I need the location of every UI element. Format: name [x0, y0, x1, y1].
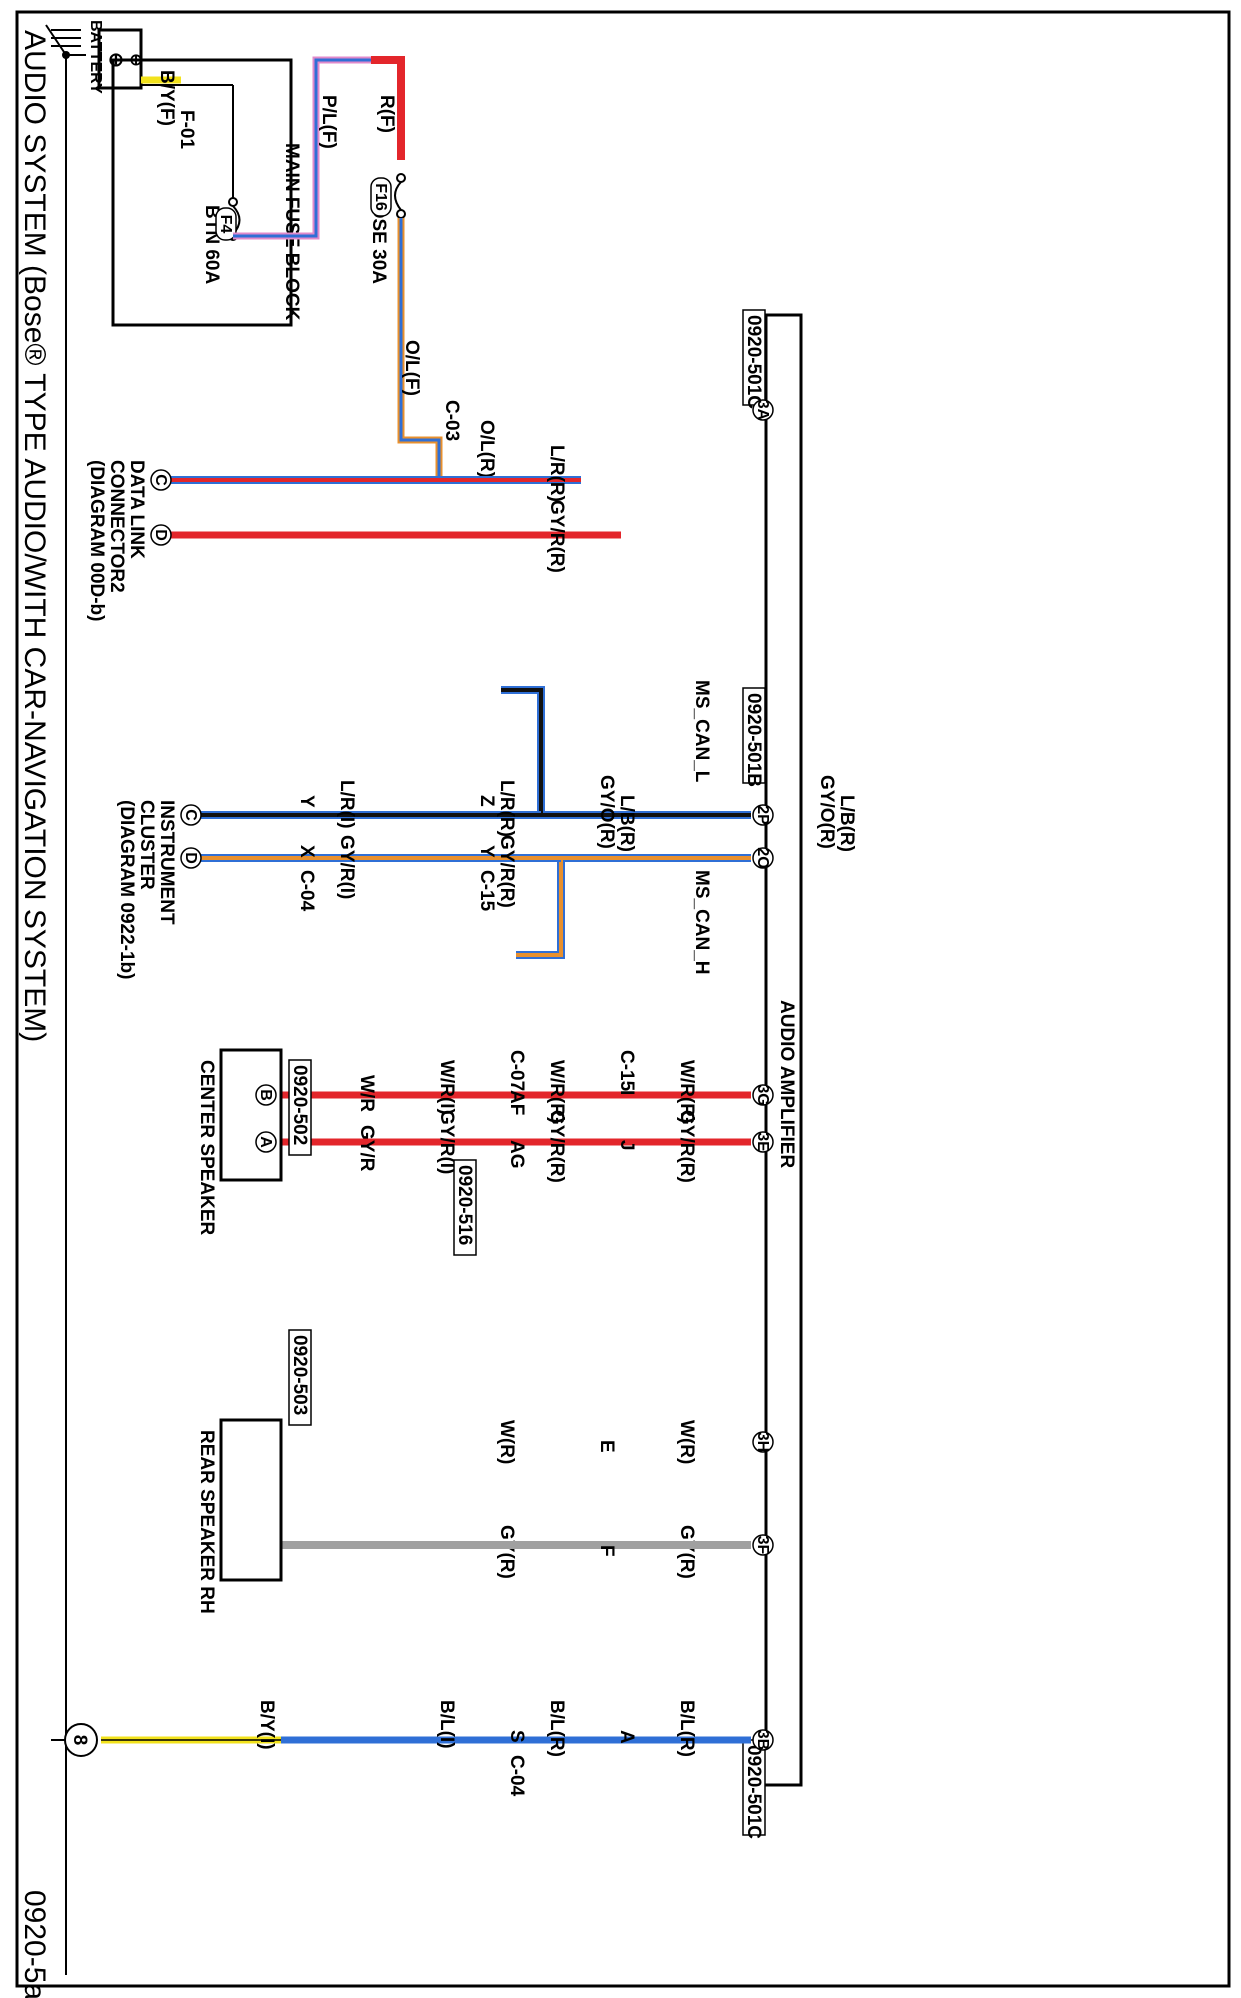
pin-x: X [296, 845, 317, 858]
connector-0920-501c-bottom: 0920-501C [743, 1745, 764, 1839]
connector-0920-503: 0920-503 [289, 1335, 310, 1415]
pin-dlc-d: D [152, 529, 169, 541]
pin-3h: 3H [754, 1432, 771, 1452]
wire-gyr-r-ic: GY/R(R) [496, 835, 517, 908]
dlc-label-2: CONNECTOR2 [106, 460, 127, 593]
page-title: AUDIO SYSTEM (Bose® TYPE AUDIO/WITH CAR-… [18, 30, 51, 1042]
pin-cs-b: B [257, 1089, 274, 1101]
center-speaker-box [219, 1048, 283, 1182]
ic-label-1: INSTRUMENT [156, 800, 177, 925]
wire-r-f: R(F) [376, 95, 397, 133]
audio-amplifier-label: AUDIO AMPLIFIER [776, 1000, 797, 1168]
wire-wr: W/R [356, 1075, 377, 1112]
ground-symbol [45, 24, 81, 56]
signal-can-h: MS_CAN_H [691, 870, 712, 975]
wire-bl-r-2: B/L(R) [546, 1700, 567, 1757]
wire-lr-r-ic: L/R(R) [496, 780, 517, 837]
pin-af: AF [506, 1090, 527, 1115]
pin-ic-d: D [182, 852, 199, 864]
wire-gyr-i: GY/R(I) [336, 835, 357, 899]
pin-j: J [616, 1140, 637, 1151]
wire-gyo-r-2: GY/O(R) [816, 775, 837, 849]
battery: ⊖ ⊕ BATTERY [87, 20, 144, 94]
wire-gyr-r-2: GY/R(R) [546, 1110, 567, 1183]
connector-c04-gnd: C-04 [506, 1755, 527, 1797]
pin-f: F [596, 1545, 617, 1557]
connector-0920-501b: 0920-501B [743, 693, 764, 787]
pin-ag: AG [506, 1140, 527, 1169]
wire-gyr: GY/R [356, 1125, 377, 1172]
connector-0920-501c-top: 0920-501C [743, 315, 764, 409]
diagram-id: 0920-5a [18, 1890, 51, 1998]
wire-wr-i: W/R(I) [436, 1060, 457, 1115]
wire-gyr-i-2: GY/R(I) [436, 1110, 457, 1174]
wire-by-f: B/Y(F) [156, 70, 177, 126]
connector-c03: C-03 [441, 400, 462, 441]
wire-ol-r: O/L(R) [476, 420, 497, 478]
wire-gyr-r-1: GY/R(R) [676, 1110, 697, 1183]
wire-bl-r-1: B/L(R) [676, 1700, 697, 1757]
ground-label: 8 [69, 1735, 90, 1746]
wire-w-r-2: W(R) [496, 1420, 517, 1464]
pin-dlc-c: C [152, 474, 169, 486]
wire-w-r-1: W(R) [676, 1420, 697, 1464]
pin-y-2: Y [296, 795, 317, 808]
wire-gyo-r-1: GY/O(R) [596, 775, 617, 849]
connector-f01: F-01 [176, 110, 197, 150]
wire-gy-r-1: GY(R) [676, 1525, 697, 1579]
ic-label-3: (DIAGRAM 0922-1b) [116, 800, 137, 979]
battery-label: BATTERY [87, 20, 104, 94]
bose-fuse-symbol [394, 181, 402, 211]
wire-lb-r-2: L/B(R) [836, 795, 857, 852]
signal-can-l: MS_CAN_L [691, 680, 712, 783]
wire-by-i: B/Y(I) [256, 1700, 277, 1750]
wire-bl-i: B/L(I) [436, 1700, 457, 1749]
pin-cs-a: A [257, 1136, 274, 1148]
wire-wr-r-1: W/R(R) [676, 1060, 697, 1123]
connector-0920-502: 0920-502 [289, 1065, 310, 1145]
connector-c04-can: C-04 [296, 870, 317, 912]
ground-point [64, 1723, 98, 1757]
main-fuse-block-label: MAIN FUSE BLOCK [281, 143, 302, 321]
btn-fuse-tag: F4 [217, 215, 234, 234]
main-fuse-block [111, 58, 293, 327]
pin-3f: 3F [754, 1536, 771, 1555]
pin-2o: 2O [754, 847, 771, 868]
pin-ic-c: C [182, 809, 199, 821]
wire-wr-r-2: W/R(R) [546, 1060, 567, 1123]
center-speaker-label: CENTER SPEAKER [196, 1060, 217, 1236]
pin-3e: 3E [754, 1132, 771, 1152]
pin-s: S [506, 1730, 527, 1743]
pin-3g: 3G [754, 1084, 771, 1105]
wire-lr-r-dlc: L/R(R) [546, 445, 567, 502]
wire-gy-r-2: GY(R) [496, 1525, 517, 1579]
rear-speaker-box [219, 1418, 283, 1582]
page-border [15, 10, 1231, 1988]
connector-c07: C-07 [506, 1050, 527, 1091]
wire-pl-f: P/L(F) [318, 95, 339, 149]
wire-lb-r-1: L/B(R) [616, 795, 637, 852]
pin-a: A [616, 1730, 637, 1744]
connector-0920-516: 0920-516 [454, 1165, 475, 1245]
connector-c15-can: C-15 [476, 870, 497, 912]
pin-3b: 3B [754, 1730, 771, 1750]
pin-3a: 3A [754, 400, 771, 421]
rear-speaker-label: REAR SPEAKER RH [196, 1430, 217, 1614]
bose-fuse-tag: F16 [372, 183, 389, 211]
ic-label-2: CLUSTER [136, 800, 157, 890]
pin-z: Z [476, 795, 497, 807]
pin-i: I [616, 1090, 637, 1095]
pin-e: E [596, 1440, 617, 1453]
pin-y-1: Y [476, 845, 497, 858]
wire-ol-f: O/L(F) [401, 340, 422, 396]
pin-2p: 2P [754, 805, 771, 825]
wire-lr-i: L/R(I) [336, 780, 357, 829]
dlc-label-1: DATA LINK [126, 460, 147, 559]
connector-c15-spk: C-15 [616, 1050, 637, 1092]
dlc-label-3: (DIAGRAM 00D-b) [86, 460, 107, 622]
wire-gyr-r-dlc: GY/R(R) [546, 500, 567, 573]
